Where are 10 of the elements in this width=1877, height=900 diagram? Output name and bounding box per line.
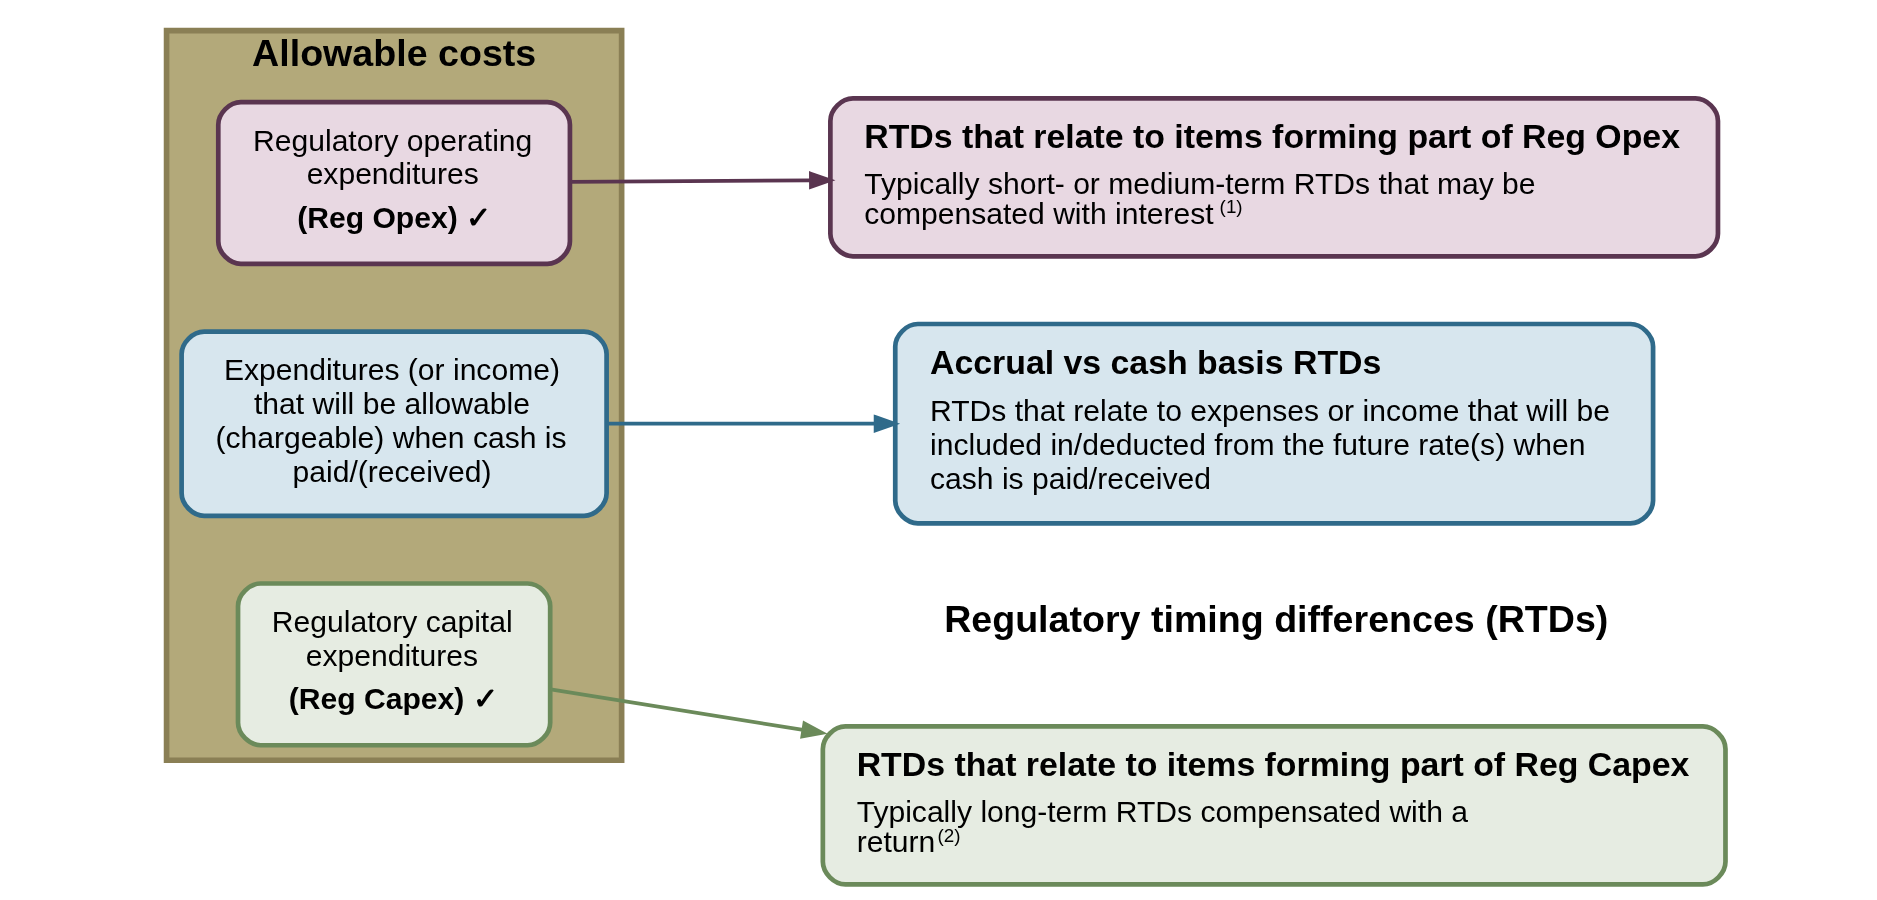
node-box: Regulatory capital expenditures (Reg Capex) ✓ (235, 581, 553, 748)
arrow (550, 687, 828, 739)
node-box: Regulatory operating expenditures (Reg Opex) ✓ (215, 99, 573, 267)
node-box: RTDs that relate to items forming part of Reg Opex Typically short- or medium-term RTDs that may be compensated with interest$^{(1)}$ (828, 96, 1721, 259)
arrow (570, 171, 836, 190)
node-box: Accrual vs cash basis RTDs RTDs that relate to expenses or income that will be included in/deducted from the future rate(s) when cash is paid/received (892, 321, 1656, 526)
arrow (607, 414, 901, 433)
node-box: Expenditures (or income) that will be allowable (chargeable) when cash is paid/(received) (179, 329, 609, 519)
node-box: RTDs that relate to items forming part of Reg Capex Typically long-term RTDs compensated with a return$^{(2)}$ (820, 724, 1728, 887)
label: Regulatory timing differences (RTDs) (944, 598, 1609, 641)
